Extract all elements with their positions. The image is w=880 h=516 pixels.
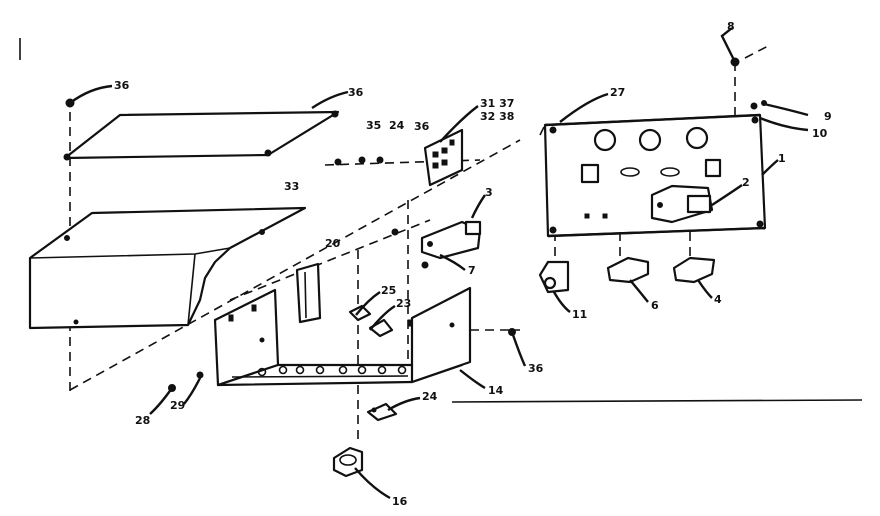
callout-24: 24 <box>422 390 438 403</box>
cabinet-shell <box>28 206 307 330</box>
callout-35: 35 <box>366 119 381 132</box>
chassis-tray <box>213 286 472 387</box>
callout-2: 2 <box>742 176 750 189</box>
callout-11: 11 <box>572 308 587 321</box>
callout-31-37: 31 37 <box>480 97 514 110</box>
callout-36: 36 <box>114 79 130 92</box>
tube-component <box>295 262 322 324</box>
callout-36: 36 <box>528 362 544 375</box>
callout-33: 33 <box>284 180 299 193</box>
control-knob-21 <box>538 260 570 294</box>
callout-29: 29 <box>170 399 185 412</box>
callout-4: 4 <box>714 293 722 306</box>
screw-7 <box>421 261 429 269</box>
callout-6: 6 <box>651 299 659 312</box>
callout-25: 25 <box>381 284 396 297</box>
callout-34: 24 <box>389 119 405 132</box>
top-cover-plate <box>63 110 340 161</box>
leader-lines <box>69 27 809 500</box>
clip-23 <box>348 304 372 322</box>
bracket-24-lower <box>366 402 398 422</box>
callout-labels: 36 36 35 24 36 31 37 32 38 33 27 8 9 10 … <box>114 20 832 508</box>
callout-7: 7 <box>468 264 476 277</box>
clip-24 <box>368 318 394 338</box>
callout-23: 23 <box>396 297 411 310</box>
callout-16: 16 <box>392 495 408 508</box>
callout-14: 14 <box>488 384 504 397</box>
control-knob-4 <box>672 256 716 284</box>
callout-1: 1 <box>778 152 786 165</box>
callout-8: 8 <box>727 20 735 33</box>
screw-row <box>334 156 384 166</box>
callout-32-38: 32 38 <box>480 110 514 123</box>
callout-36: 36 <box>348 86 364 99</box>
switch-component <box>420 220 482 260</box>
meter-assembly <box>650 184 714 224</box>
callout-28: 28 <box>135 414 150 427</box>
callout-36: 36 <box>414 120 430 133</box>
callout-20: 20 <box>325 237 341 250</box>
callout-9: 9 <box>824 110 832 123</box>
callout-3: 3 <box>485 186 493 199</box>
control-knob-6 <box>606 256 650 284</box>
screw-20 <box>391 228 399 236</box>
callout-10: 10 <box>812 127 828 140</box>
small-circuit-board <box>423 128 464 187</box>
callout-27: 27 <box>610 86 625 99</box>
scan-mark <box>451 399 863 403</box>
